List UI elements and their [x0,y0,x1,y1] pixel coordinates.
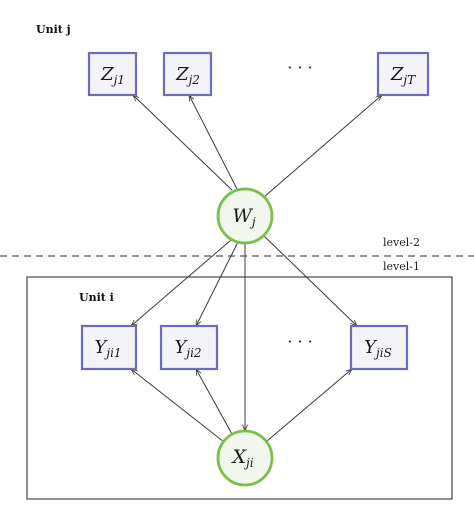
edge-w-z1 [133,95,233,191]
node-z-j1: Zj1 [87,51,138,97]
node-y-ji1-sub: ji1 [103,346,121,360]
node-w-j-sub: j [249,215,256,229]
node-x-ji-base: X [230,446,247,468]
node-y-jis-sub: jiS [373,346,392,360]
level-1-label: level-1 [383,260,420,273]
node-w-j-base: W [232,205,253,227]
node-y-jis: YjiS [349,324,409,371]
svg-text:Xji: Xji [230,446,253,470]
svg-text:Yji2: Yji2 [174,337,201,360]
edge-x-y2 [196,369,233,435]
svg-text:Yji1: Yji1 [94,337,121,360]
unit-i-frame [26,276,453,500]
node-z-j2-base: Z [175,64,189,85]
edge-w-ys [262,234,357,326]
edge-x-y1 [131,369,225,443]
node-y-ji2-sub: ji2 [183,346,201,360]
edge-w-zt [263,95,382,198]
node-y-ji1: Yji1 [80,324,138,371]
level-2-label: level-2 [383,236,420,249]
node-x-ji-sub: ji [243,456,254,470]
svg-text:Wj: Wj [232,205,256,229]
edge-w-y1 [131,239,232,326]
node-y-ji2-base: Y [174,337,188,358]
svg-text:Zj2: Zj2 [175,64,200,87]
node-w-j: Wj [216,187,274,245]
unit-i-label: Unit i [79,291,114,304]
node-z-j1-sub: j1 [111,73,125,87]
ellipsis-y: · · · [287,332,312,351]
node-x-ji: Xji [216,429,274,487]
node-y-ji2: Yji2 [159,324,219,371]
node-z-jt: ZjT [376,51,430,97]
node-y-jis-base: Y [364,337,378,358]
node-z-j2-sub: j2 [186,73,200,87]
ellipsis-z: · · · [287,58,312,77]
node-z-j2: Zj2 [162,51,213,97]
edge-w-y2 [196,241,239,326]
svg-text:ZjT: ZjT [390,64,416,87]
svg-text:YjiS: YjiS [364,337,392,360]
edge-w-z2 [189,95,238,190]
node-z-jt-base: Z [390,64,404,85]
node-y-ji1-base: Y [94,337,108,358]
edge-x-ys [266,369,352,442]
svg-text:Zj1: Zj1 [100,64,125,87]
node-z-j1-base: Z [100,64,114,85]
edges [131,95,382,443]
node-z-jt-sub: jT [400,73,416,87]
unit-j-label: Unit j [36,23,71,36]
